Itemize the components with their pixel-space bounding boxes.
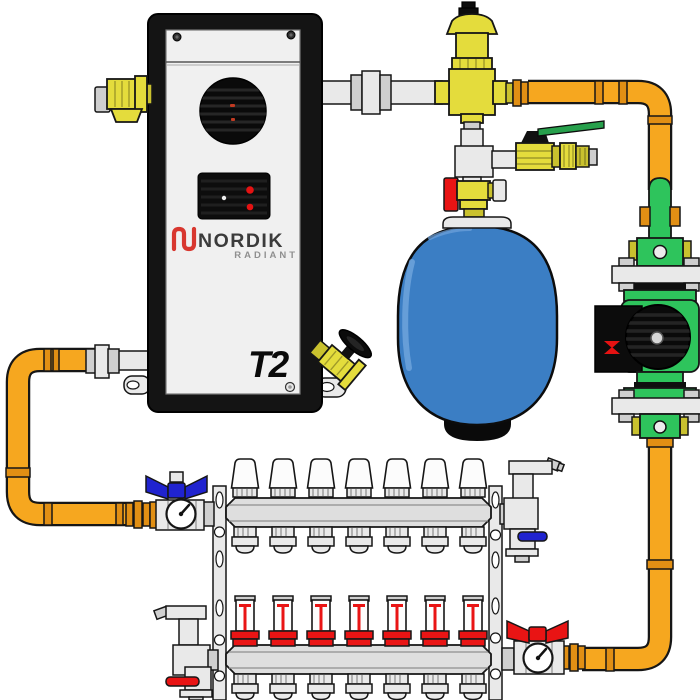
manifold-outlet xyxy=(345,673,373,700)
manifold-bracket-left xyxy=(212,485,227,700)
pipe-coupling xyxy=(43,348,52,372)
isolation-valve-pipe xyxy=(648,177,672,249)
flange-bolt xyxy=(618,257,635,267)
control-panel xyxy=(197,172,271,220)
air-separator xyxy=(434,1,529,124)
manifold-outlet xyxy=(345,526,373,554)
manifold-outlet xyxy=(231,526,259,554)
boiler-outlet-pipe xyxy=(315,70,443,115)
actuator-cap xyxy=(458,458,488,498)
isolation-valve-body xyxy=(639,413,681,439)
return-loop-row xyxy=(230,595,488,700)
return-manifold-bar xyxy=(225,644,492,675)
pressure-relief-valve xyxy=(94,75,153,123)
flow-meter xyxy=(420,595,450,647)
manifold-outlet xyxy=(421,526,449,554)
tank-highlight xyxy=(402,259,415,371)
actuator-cap xyxy=(420,458,450,498)
return-pipe-top xyxy=(528,79,673,190)
supply-pipe-loop xyxy=(5,347,134,527)
brand-logo: NORDIK RADIANT xyxy=(171,226,298,261)
flange-gasket xyxy=(634,283,686,291)
return-end-assembly xyxy=(152,605,219,700)
flow-meter xyxy=(268,595,298,647)
boiler: NORDIK RADIANT T2 xyxy=(123,13,347,413)
fill-valve-assembly xyxy=(454,120,605,184)
brand-subname: RADIANT xyxy=(234,250,298,261)
tank-valve xyxy=(442,177,512,229)
boiler-drain-valve xyxy=(308,328,373,392)
boiler-return-pipe xyxy=(85,344,153,379)
supply-inlet-valve xyxy=(125,471,215,531)
valve-handle-red xyxy=(506,619,530,644)
pipe-union xyxy=(350,74,363,111)
separator-right-port xyxy=(492,80,508,105)
drain-lever-blue xyxy=(517,531,548,542)
manifold-station xyxy=(125,457,586,700)
flange-gasket xyxy=(634,382,686,389)
pump-flange-lower xyxy=(611,397,700,415)
air-vent-body xyxy=(165,605,207,620)
panel-screw xyxy=(172,30,296,42)
manifold-outlet xyxy=(307,673,335,700)
supply-manifold-bar xyxy=(225,497,492,528)
expansion-tank xyxy=(396,224,559,441)
return-pipe-bottom xyxy=(582,432,674,672)
manifold-outlet xyxy=(269,673,297,700)
flow-meter xyxy=(458,595,488,647)
actuator-cap xyxy=(382,458,412,498)
manifold-outlet xyxy=(421,673,449,700)
model-label: T2 xyxy=(248,344,290,385)
flow-meter xyxy=(230,595,260,647)
status-led xyxy=(246,203,254,211)
pump-assembly xyxy=(594,177,700,439)
fill-valve-body xyxy=(515,142,555,171)
manifold-outlet xyxy=(307,526,335,554)
flow-meter xyxy=(382,595,412,647)
manifold-outlet xyxy=(459,673,487,700)
nordik-logo-icon xyxy=(171,226,197,252)
actuator-cap xyxy=(230,458,260,498)
pump-hub xyxy=(650,331,664,345)
supply-loop-row xyxy=(230,458,488,554)
flow-meter xyxy=(344,595,374,647)
hose-thread-end xyxy=(575,145,590,168)
flow-meter xyxy=(306,595,336,647)
return-outlet-valve xyxy=(501,619,586,675)
pump-flange-upper xyxy=(611,265,700,284)
actuator-cap xyxy=(306,458,336,498)
manifold-outlet xyxy=(383,673,411,700)
tank-valve-handle xyxy=(443,177,459,212)
air-vent-body xyxy=(508,460,553,475)
actuator-cap xyxy=(268,458,298,498)
pump-brand-icon xyxy=(604,341,620,348)
vent-fan xyxy=(199,77,267,145)
valve-handle-blue xyxy=(145,474,169,501)
manifold-outlet xyxy=(459,526,487,554)
tank-flange xyxy=(442,216,512,229)
manifold-outlet xyxy=(231,673,259,700)
status-led xyxy=(246,186,254,194)
indicator-dot xyxy=(221,195,227,201)
manifold-outlet xyxy=(383,526,411,554)
actuator-cap xyxy=(344,458,374,498)
brand-name: NORDIK xyxy=(198,230,284,252)
drain-lever-red xyxy=(165,676,200,687)
manifold-outlet xyxy=(269,526,297,554)
separator-left-port xyxy=(434,80,450,105)
fill-valve-lever xyxy=(537,120,605,137)
supply-end-assembly xyxy=(499,457,566,563)
